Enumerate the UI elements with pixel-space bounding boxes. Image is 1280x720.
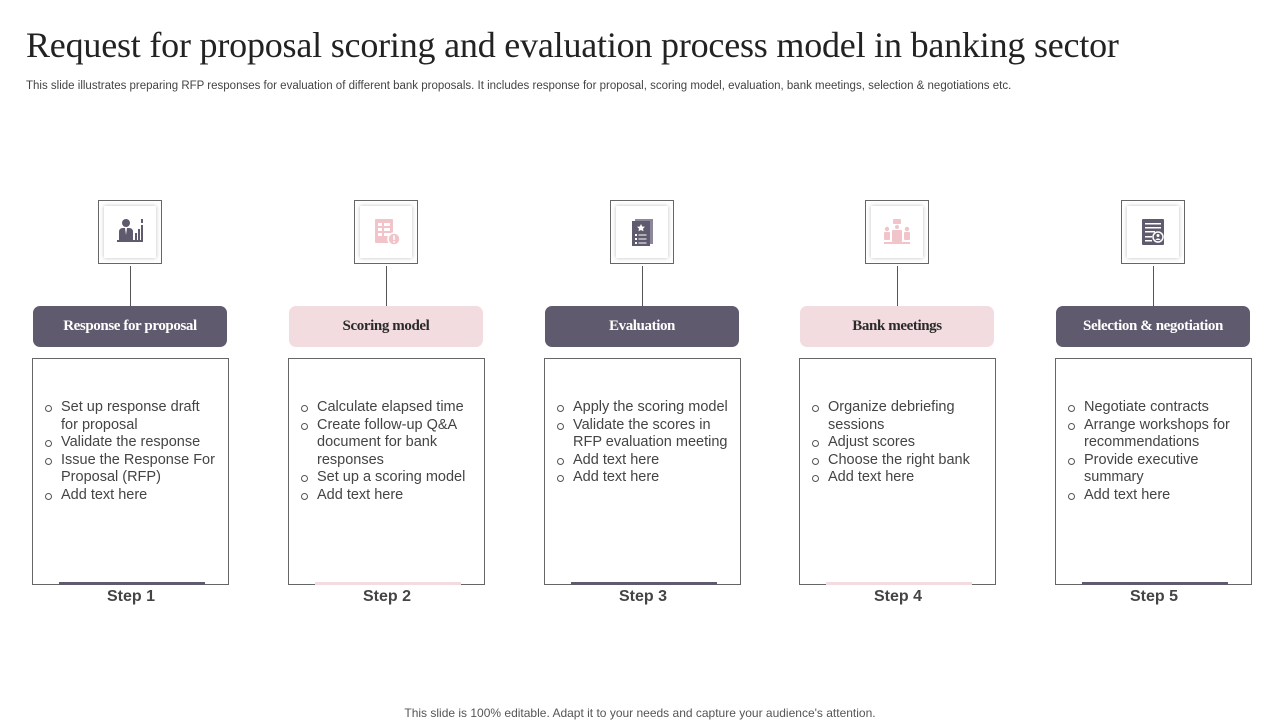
- list-item: Provide executive summary: [1066, 452, 1241, 487]
- step-4-underline: [826, 582, 972, 585]
- step-5: Selection & negotiation Negotiate contra…: [1055, 200, 1276, 610]
- step-1-underline: [59, 582, 205, 585]
- step-4: Bank meetings Organize debriefing sessio…: [799, 200, 1020, 610]
- step-5-list: Negotiate contracts Arrange workshops fo…: [1066, 399, 1241, 505]
- step-1-heading: Response for proposal: [33, 306, 227, 347]
- list-item: Arrange workshops for recommendations: [1066, 417, 1241, 452]
- step-3: Evaluation Apply the scoring model Valid…: [544, 200, 765, 610]
- list-item: Add text here: [810, 469, 985, 487]
- list-item: Set up a scoring model: [299, 469, 474, 487]
- list-item: Apply the scoring model: [555, 399, 730, 417]
- businessman-presentation-icon: [117, 219, 143, 242]
- step-3-connector: [642, 266, 643, 306]
- step-3-underline: [571, 582, 717, 585]
- step-3-list: Apply the scoring model Validate the sco…: [555, 399, 730, 487]
- page-title: Request for proposal scoring and evaluat…: [26, 25, 1119, 65]
- list-item: Add text here: [1066, 487, 1241, 505]
- step-2-underline: [315, 582, 461, 585]
- step-1-card: Set up response draft for proposal Valid…: [32, 358, 229, 585]
- step-1-label: Step 1: [106, 588, 155, 605]
- step-2-heading: Scoring model: [289, 306, 483, 347]
- step-4-icon-frame: [865, 200, 929, 264]
- step-3-card: Apply the scoring model Validate the sco…: [544, 358, 741, 585]
- step-4-list: Organize debriefing sessions Adjust scor…: [810, 399, 985, 487]
- step-5-underline: [1082, 582, 1228, 585]
- list-item: Calculate elapsed time: [299, 399, 474, 417]
- step-5-heading: Selection & negotiation: [1056, 306, 1250, 347]
- step-2-card: Calculate elapsed time Create follow-up …: [288, 358, 485, 585]
- step-1-list: Set up response draft for proposal Valid…: [43, 399, 218, 505]
- list-item: Adjust scores: [810, 434, 985, 452]
- step-5-icon-frame: [1121, 200, 1185, 264]
- step-1-icon-frame: [98, 200, 162, 264]
- document-scoring-icon: [375, 219, 401, 246]
- step-5-label: Step 5: [1129, 588, 1178, 605]
- list-item: Add text here: [555, 452, 730, 470]
- list-item: Set up response draft for proposal: [43, 399, 218, 434]
- step-2-icon-frame: [354, 200, 418, 264]
- list-item: Negotiate contracts: [1066, 399, 1241, 417]
- footer-note: This slide is 100% editable. Adapt it to…: [404, 706, 876, 720]
- step-1-connector: [130, 266, 131, 306]
- meeting-table-icon: [884, 219, 910, 244]
- page-subtitle: This slide illustrates preparing RFP res…: [26, 80, 1012, 92]
- step-2-connector: [386, 266, 387, 306]
- list-item: Validate the response: [43, 434, 218, 452]
- profile-document-search-icon: [1142, 219, 1164, 245]
- step-4-heading: Bank meetings: [800, 306, 994, 347]
- step-5-card: Negotiate contracts Arrange workshops fo…: [1055, 358, 1252, 585]
- list-item: Add text here: [43, 487, 218, 505]
- step-3-label: Step 3: [618, 588, 667, 605]
- step-4-connector: [897, 266, 898, 306]
- list-item: Create follow-up Q&A document for bank r…: [299, 417, 474, 470]
- step-4-label: Step 4: [873, 588, 922, 605]
- step-3-heading: Evaluation: [545, 306, 739, 347]
- list-item: Add text here: [299, 487, 474, 505]
- list-item: Issue the Response For Proposal (RFP): [43, 452, 218, 487]
- step-3-icon-frame: [610, 200, 674, 264]
- list-item: Validate the scores in RFP evaluation me…: [555, 417, 730, 452]
- list-item: Add text here: [555, 469, 730, 487]
- list-item: Choose the right bank: [810, 452, 985, 470]
- step-2: Scoring model Calculate elapsed time Cre…: [288, 200, 509, 610]
- step-4-card: Organize debriefing sessions Adjust scor…: [799, 358, 996, 585]
- evaluation-checklist-icon: [632, 219, 653, 246]
- step-1: Response for proposal Set up response dr…: [32, 200, 253, 610]
- step-2-label: Step 2: [362, 588, 411, 605]
- step-2-list: Calculate elapsed time Create follow-up …: [299, 399, 474, 505]
- step-5-connector: [1153, 266, 1154, 306]
- list-item: Organize debriefing sessions: [810, 399, 985, 434]
